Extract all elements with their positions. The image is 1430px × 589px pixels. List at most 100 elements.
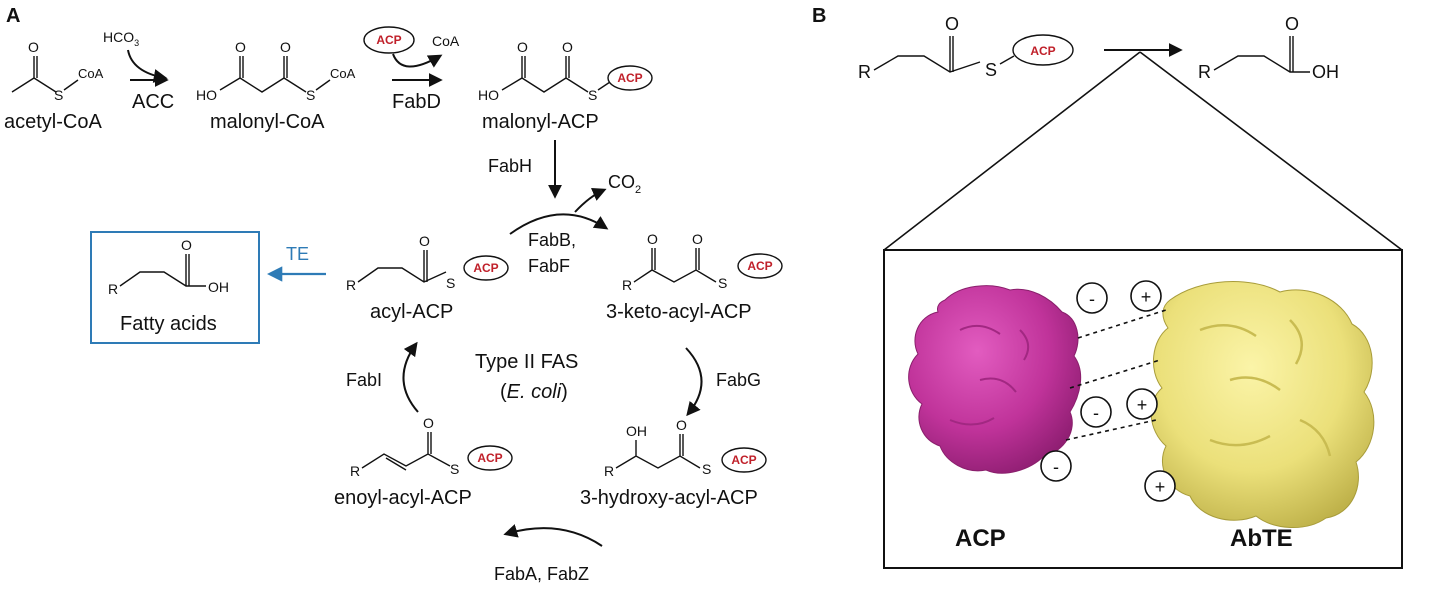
acyl-acp-structure: R O S ACP bbox=[346, 233, 509, 293]
atom-r: R bbox=[622, 277, 632, 293]
atom-o: O bbox=[562, 39, 573, 55]
atom-r: R bbox=[346, 277, 356, 293]
enzyme-fabh: FabH bbox=[488, 156, 532, 176]
fabaz-arrow bbox=[503, 524, 603, 547]
label-acetyl-coa: acetyl-CoA bbox=[4, 111, 102, 133]
acetyl-coa-structure: O S CoA bbox=[11, 39, 104, 103]
acyl-acp-substrate: R O S ACP bbox=[858, 14, 1074, 82]
acp-tag: ACP bbox=[363, 26, 415, 54]
atom-s: S bbox=[718, 275, 727, 291]
reagent-hco3: HCO3 bbox=[103, 29, 139, 48]
atom-o: O bbox=[181, 237, 192, 253]
atom-s: S bbox=[446, 275, 455, 291]
enzyme-fabaz: FabA, FabZ bbox=[494, 564, 589, 584]
panel-label-a: A bbox=[6, 5, 20, 27]
enzyme-fabi: FabI bbox=[346, 370, 382, 390]
fatty-acid-structure: R O OH bbox=[108, 237, 229, 297]
atom-o: O bbox=[676, 417, 687, 433]
enzyme-te: TE bbox=[286, 244, 309, 264]
cycle-organism: (E. coli) bbox=[500, 381, 568, 403]
atom-s: S bbox=[702, 461, 711, 477]
svg-text:+: + bbox=[1141, 287, 1152, 307]
atom-o: O bbox=[28, 39, 39, 55]
atom-s: S bbox=[306, 87, 315, 103]
svg-text:ACP: ACP bbox=[376, 33, 401, 47]
charge-plus: + bbox=[1126, 388, 1158, 420]
zoom-lines bbox=[883, 51, 1403, 251]
enoyl-acyl-acp-structure: R O S ACP bbox=[350, 415, 513, 479]
malonyl-coa-structure: HO O O S CoA bbox=[196, 39, 356, 103]
svg-text:+: + bbox=[1155, 477, 1166, 497]
atom-s: S bbox=[450, 461, 459, 477]
atom-r: R bbox=[604, 463, 614, 479]
atom-o: O bbox=[419, 233, 430, 249]
atom-o: O bbox=[517, 39, 528, 55]
atom-r: R bbox=[1198, 62, 1211, 82]
atom-oh: OH bbox=[626, 423, 647, 439]
atom-o: O bbox=[1285, 14, 1299, 34]
fatty-acid-product: R O OH bbox=[1198, 14, 1339, 82]
fabd-curved-arrow bbox=[392, 53, 443, 68]
svg-text:-: - bbox=[1053, 457, 1059, 477]
co2-arrow bbox=[574, 187, 607, 213]
label-hydroxy-acyl-acp: 3-hydroxy-acyl-ACP bbox=[580, 487, 758, 509]
atom-s: S bbox=[985, 60, 997, 80]
atom-ho: HO bbox=[196, 87, 217, 103]
fatty-acids-box bbox=[90, 231, 260, 344]
atom-coa: CoA bbox=[78, 66, 104, 81]
atom-r: R bbox=[858, 62, 871, 82]
atom-oh: OH bbox=[1312, 62, 1339, 82]
atom-o: O bbox=[280, 39, 291, 55]
charge-minus: - bbox=[1080, 396, 1112, 428]
atom-oh: OH bbox=[208, 279, 229, 295]
atom-o: O bbox=[235, 39, 246, 55]
fabbf-curved-arrow bbox=[509, 213, 609, 235]
enzyme-fabg: FabG bbox=[716, 370, 761, 390]
charge-plus: + bbox=[1144, 470, 1176, 502]
atom-ho: HO bbox=[478, 87, 499, 103]
acp-tag: ACP bbox=[1030, 44, 1055, 58]
label-malonyl-acp: malonyl-ACP bbox=[482, 111, 599, 133]
hydroxy-acyl-acp-structure: R OH O S ACP bbox=[604, 417, 767, 479]
keto-acyl-acp-structure: R O O S ACP bbox=[622, 231, 783, 293]
charge-minus: - bbox=[1040, 450, 1072, 482]
label-abte-protein: AbTE bbox=[1230, 525, 1293, 552]
abte-protein-surface bbox=[1150, 281, 1375, 529]
acp-tag: ACP bbox=[747, 259, 772, 273]
atom-o: O bbox=[945, 14, 959, 34]
acp-tag: ACP bbox=[477, 451, 502, 465]
label-malonyl-coa: malonyl-CoA bbox=[210, 111, 325, 133]
acp-tag: ACP bbox=[731, 453, 756, 467]
atom-s: S bbox=[54, 87, 63, 103]
hco3-curved-arrow bbox=[127, 49, 168, 83]
label-acyl-acp: acyl-ACP bbox=[370, 301, 453, 323]
svg-text:-: - bbox=[1089, 289, 1095, 309]
abte-surface-detail bbox=[1199, 319, 1332, 457]
reagent-co2: CO2 bbox=[608, 172, 641, 196]
atom-o: O bbox=[692, 231, 703, 247]
atom-o: O bbox=[647, 231, 658, 247]
atom-o: O bbox=[423, 415, 434, 431]
enzyme-fabf: FabF bbox=[528, 256, 570, 276]
label-fatty-acids: Fatty acids bbox=[120, 313, 217, 335]
enzyme-acc: ACC bbox=[132, 91, 174, 113]
reagent-coa: CoA bbox=[432, 33, 460, 49]
acp-surface-detail bbox=[949, 324, 1030, 426]
atom-r: R bbox=[108, 281, 118, 297]
charge-minus: - bbox=[1076, 282, 1108, 314]
charge-plus: + bbox=[1130, 280, 1162, 312]
enzyme-fabd: FabD bbox=[392, 91, 441, 113]
label-enoyl-acyl-acp: enoyl-acyl-ACP bbox=[334, 487, 472, 509]
svg-text:-: - bbox=[1093, 403, 1099, 423]
acp-tag: ACP bbox=[473, 261, 498, 275]
label-keto-acyl-acp: 3-keto-acyl-ACP bbox=[606, 301, 752, 323]
cycle-title: Type II FAS bbox=[475, 351, 578, 373]
atom-r: R bbox=[350, 463, 360, 479]
malonyl-acp-structure: HO O O S ACP bbox=[478, 39, 653, 103]
acp-tag: ACP bbox=[617, 71, 642, 85]
fabg-arrow bbox=[685, 347, 703, 417]
atom-coa: CoA bbox=[330, 66, 356, 81]
atom-s: S bbox=[588, 87, 597, 103]
label-acp-protein: ACP bbox=[955, 525, 1006, 552]
